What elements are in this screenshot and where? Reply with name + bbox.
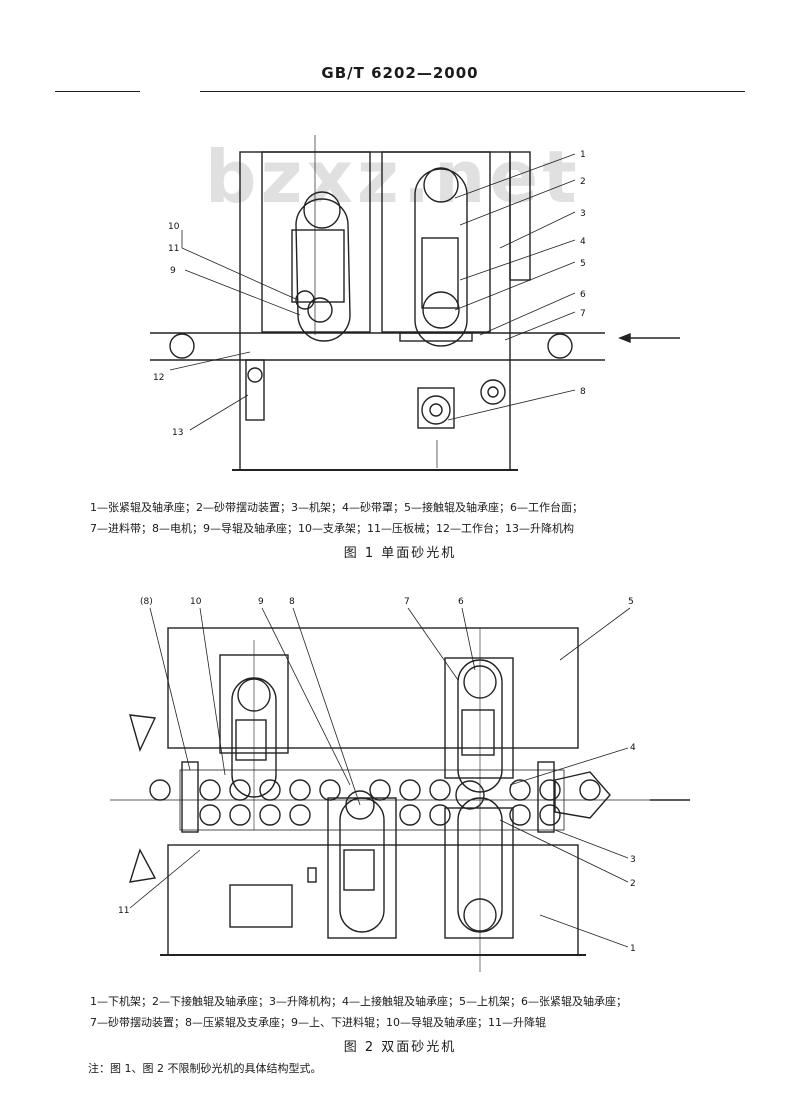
fig1-label-6: 6 [580,290,586,300]
fig2-label-10: 10 [190,597,202,607]
fig1-right-chamber [381,151,491,333]
fig2-label-4: 4 [630,743,636,753]
header-rule [55,91,745,92]
fig2-lower-panel [229,884,293,928]
fig1-label-2: 2 [580,177,586,187]
fig2-label-8: 8 [289,597,295,607]
fig1-label-13: 13 [172,428,183,438]
fig1-label-5: 5 [580,259,586,269]
figure-1-legend-line-1: 1—张紧辊及轴承座；2—砂带摆动装置；3—机架；4—砂带罩；5—接触辊及轴承座；… [90,501,583,514]
fig2-label-3: 3 [630,855,636,865]
fig2-part-labels: (8) 10 9 8 7 6 5 4 3 2 1 11 [118,597,636,954]
fig2-label-11: 11 [118,906,129,916]
figure-2-legend-line-2: 7—砂带摆动装置；8—压紧辊及支承座；9—上、下进料辊；10—导辊及轴承座；11… [90,1016,546,1029]
fig1-label-7: 7 [580,309,586,319]
fig2-upper-left-belt [231,677,277,798]
figure-1-drawing: 1 2 3 4 5 6 7 8 9 10 11 12 13 [150,135,680,471]
fig2-lower-middle-belt [339,797,385,933]
fig2-label-2: 2 [630,879,636,889]
fig2-label-5: 5 [628,597,634,607]
fig1-label-12: 12 [153,373,164,383]
fig1-label-11: 11 [168,244,179,254]
fig2-lower-right-belt [457,797,503,933]
fig2-label-7: 7 [404,597,410,607]
fig1-frame [239,151,511,471]
figure-2-legend-line-1: 1—下机架；2—下接触辊及轴承座；3—升降机构；4—上接触辊及轴承座；5—上机架… [90,995,627,1008]
fig1-right-belt [414,168,468,347]
watermark: bzxz.net [205,135,581,219]
page-note: 注：图 1、图 2 不限制砂光机的具体结构型式。 [88,1062,322,1075]
fig2-label-8-paren: (8) [140,597,153,607]
figure-2-title: 图 2 双面砂光机 [343,1040,457,1055]
figure-1-title: 图 1 单面砂光机 [343,546,457,561]
figure-2-drawing: (8) 10 9 8 7 6 5 4 3 2 1 11 [110,597,690,972]
fig1-part-labels: 1 2 3 4 5 6 7 8 9 10 11 12 13 [153,150,586,438]
fig1-left-belt [295,198,351,342]
fig2-label-6: 6 [458,597,464,607]
figure-1-legend-line-2: 7—进料带；8—电机；9—导辊及轴承座；10—支承架；11—压板械；12—工作台… [90,522,574,535]
header-rule-gap [140,88,200,94]
fig1-label-10: 10 [168,222,180,232]
fig1-label-8: 8 [580,387,586,397]
fig2-label-1: 1 [630,944,636,954]
page-header-standard-code: GB/T 6202—2000 [321,64,479,82]
fig1-label-4: 4 [580,237,586,247]
fig1-left-chamber [261,151,371,333]
fig2-label-9: 9 [258,597,264,607]
fig1-motor [417,387,455,429]
fig2-left-handle [128,714,157,883]
fig1-label-3: 3 [580,209,586,219]
fig1-label-9: 9 [170,266,176,276]
fig1-lifting-mechanism [245,359,265,421]
fig1-label-1: 1 [580,150,586,160]
fig2-upper-frame [167,627,579,749]
